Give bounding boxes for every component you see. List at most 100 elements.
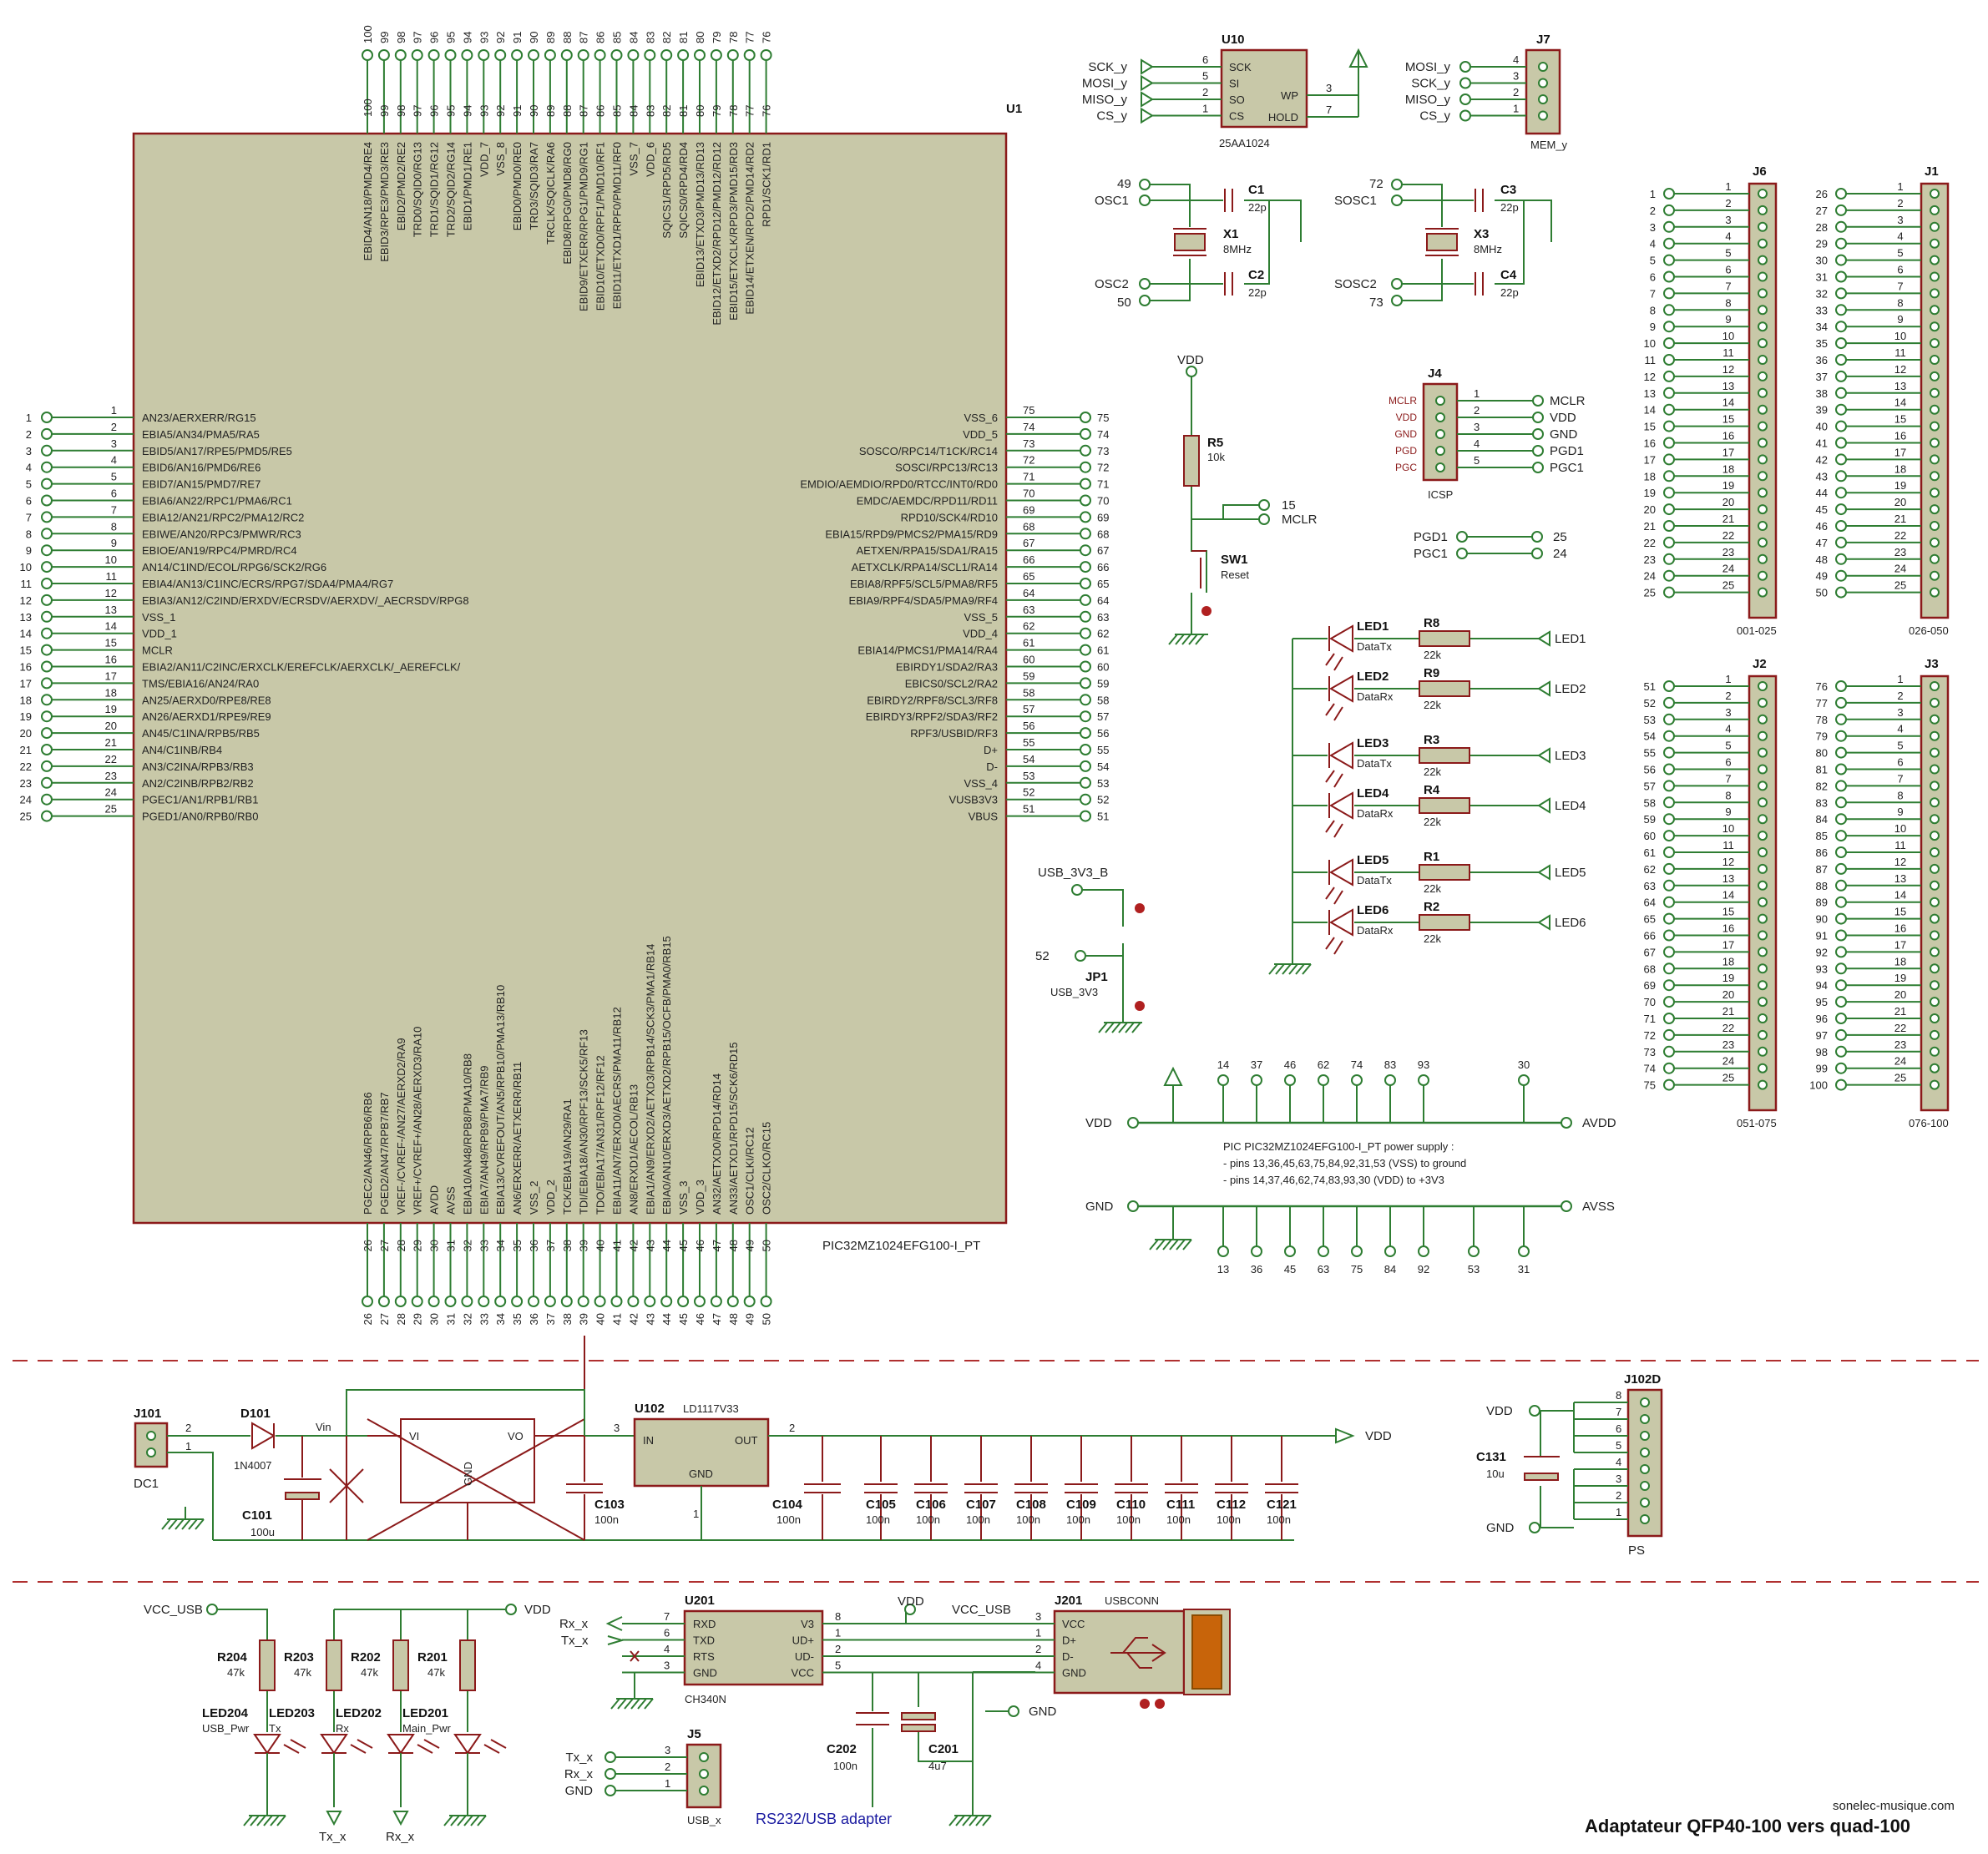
u1-pin-number: 29 [412,1313,424,1325]
u1-pin-number: 15 [20,644,32,657]
u1-pin-number-inner: 18 [105,686,117,699]
header-net-number: 4 [1650,238,1656,250]
u1-pin-number-inner: 20 [105,720,117,732]
j7-pin-pad [1459,61,1471,73]
u1-pin-name: VSS_6 [964,412,998,424]
header-body [1748,182,1778,619]
pgc1-pad [1531,548,1543,559]
header-pin-pad [1835,188,1847,200]
header-net-number: 54 [1644,730,1656,743]
header-pin-pad [1663,796,1675,809]
led-net-arrow [1537,747,1550,764]
u1-pin-number-inner: 11 [106,570,118,583]
r5-body [1183,435,1200,487]
header-net-number: 71 [1644,1013,1656,1025]
u10-pin-name: HOLD [1268,111,1298,124]
header-net-number: 81 [1816,764,1828,776]
header-contact [1758,504,1768,515]
u1-pin-number: 11 [21,578,33,590]
u1-pin-number-inner: 2 [111,421,117,433]
u1-pin-pad [1080,477,1091,490]
header-pin-number: 6 [1897,756,1903,769]
header-pin-number: 2 [1725,197,1731,210]
ground-symbol [161,1511,205,1530]
decoupling-cap-ref: C108 [1016,1498,1046,1512]
power-pin-number: 37 [1251,1058,1262,1071]
header-pin-number: 25 [1722,579,1734,592]
c202-val: 100n [833,1760,857,1772]
header-net-number: 56 [1644,764,1656,776]
u1-pin-number: 52 [1097,794,1109,806]
header-pin-pad [1835,680,1847,692]
u1-pin-number: 33 [478,1313,490,1325]
u201-pin-name: UD+ [792,1634,814,1647]
header-pin-pad [1663,996,1675,1008]
header-contact [1930,681,1940,691]
usb-led-label: Tx [269,1722,281,1735]
u1-pin-pad [377,49,390,61]
u10-pin-name: SCK [1229,61,1252,73]
u1-pin-name: VDD_6 [644,142,656,177]
header-net-number: 18 [1644,470,1656,482]
header-pin-pad [1835,763,1847,775]
u1-pin-pad [362,49,373,61]
u1-pin-name: TRD0/SQID0/RG13 [412,142,424,237]
u1-pin-number-inner: 21 [105,736,117,749]
u1-pin-number-inner: 4 [111,454,117,467]
header-pin-pad [1663,520,1675,532]
pin-headers: J6001-0251122334455667788991010111112121… [1644,164,1950,1129]
header-net-number: 32 [1816,287,1828,300]
c3-ref: C3 [1500,183,1516,197]
header-pin-pad [1663,1013,1675,1024]
header-net-number: 27 [1816,205,1828,217]
jp1-ref: JP1 [1085,970,1108,984]
header-net-number: 96 [1816,1013,1828,1025]
u1-pin-pad [760,1296,772,1307]
j4-net-label: GND [1550,427,1578,442]
header-pin-number: 10 [1722,330,1734,342]
led-ref: LED4 [1357,786,1389,801]
j201-pin-name: D- [1062,1650,1074,1663]
header-range: 001-025 [1737,624,1777,637]
header-pin-pad [1835,304,1847,316]
j7-net-label: SCK_y [1411,77,1450,91]
osc-pad [1139,278,1151,290]
reset-pad [1186,366,1197,377]
u1-pin-number-inner: 68 [1023,520,1034,533]
header-contact [1758,238,1768,249]
led-resistor [1419,797,1470,814]
j102d-pin-number: 3 [1616,1473,1621,1485]
led-label: DataTx [1357,757,1392,770]
header-net-number: 66 [1644,930,1656,942]
u201-pin-name: RXD [693,1618,716,1630]
c3-plates [1475,189,1484,296]
header-pin-pad [1663,896,1675,908]
u1-pin-name: VREF-/CVREF-/AN27/AERXD2/RA9 [395,1038,407,1215]
u1-pin-number-inner: 53 [1023,770,1034,782]
led-label: DataRx [1357,807,1394,820]
u102-pin: 2 [789,1422,795,1434]
u1-pin-number: 77 [744,32,756,43]
u1-pin-name: EBID5/AN17/RPE5/PMD5/RE5 [142,445,292,457]
header-net-number: 77 [1816,697,1828,710]
power-pin-pad [1384,1245,1396,1257]
u1-pin-number-inner: 83 [644,105,656,117]
header-net-number: 36 [1816,354,1828,366]
header-contact [1758,371,1768,381]
u1-pin-name: EBIA13/CVREFOUT/AN5/RPB10/PMA13/RB10 [494,985,507,1215]
usb-pad [505,1604,517,1615]
u1-pin-pad [41,461,53,473]
u1-pin-number-inner: 12 [105,587,117,599]
sw1-body [1191,550,1206,589]
u1-pin-name: EBID4/AN18/PMD4/RE4 [362,142,374,260]
u1-pin-number-inner: 40 [594,1240,607,1251]
header-ref: J2 [1753,657,1767,671]
header-pin-pad [1663,946,1675,958]
j5-ref: J5 [687,1727,701,1741]
header-net-number: 38 [1816,387,1828,400]
u1-pin-name: AN45/C1INA/RPB5/RB5 [142,727,260,740]
header-net-number: 92 [1816,946,1828,958]
u1-pin-number-inner: 3 [111,437,117,450]
j7-contact [1538,110,1548,121]
usb-resistor [459,1639,476,1691]
